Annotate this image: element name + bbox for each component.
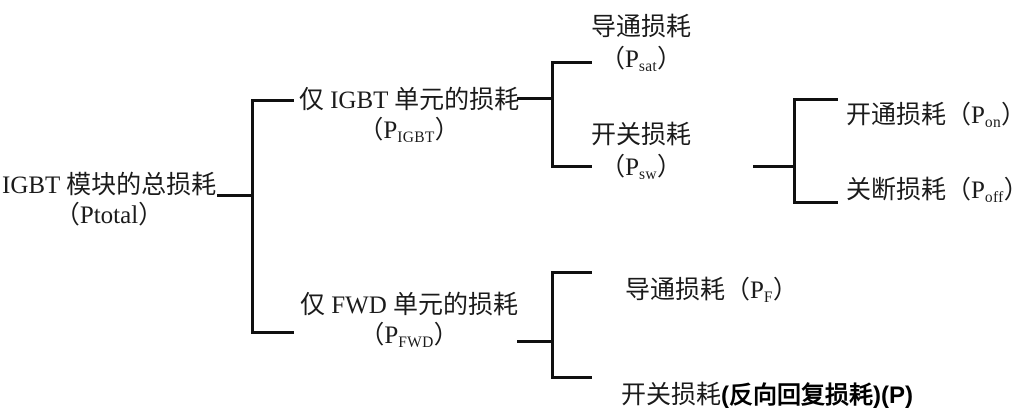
subscript-sw: sw — [639, 166, 657, 184]
node-switching-loss-fwd: 开关损耗(反向回复损耗)(P) — [621, 382, 913, 410]
connector-branch-fwd-unit — [251, 331, 294, 334]
node-conduction-loss-igbt-symbol: （Psat） — [599, 46, 683, 76]
node-igbt-unit-loss-title: 仅 IGBT 单元的损耗 — [298, 87, 520, 114]
connector-fwd-children-bracket — [551, 271, 554, 379]
connector-psw-children-bracket — [793, 98, 796, 204]
node-switching-loss-fwd-annotation: (反向回复损耗)(P) — [721, 382, 913, 409]
node-switching-loss-igbt: 开关损耗 （Psw） — [580, 120, 702, 187]
connector-branch-prr — [551, 376, 592, 379]
node-fwd-unit-loss: 仅 FWD 单元的损耗 （PFWD） — [296, 291, 522, 354]
node-conduction-loss-igbt: 导通损耗 （Psat） — [580, 12, 702, 79]
connector-psw-stub — [753, 165, 795, 168]
node-total-loss-title: IGBT 模块的总损耗 — [2, 172, 217, 199]
node-total-loss: IGBT 模块的总损耗 （Ptotal） — [2, 171, 216, 231]
subscript-igbt: IGBT — [397, 129, 435, 147]
node-fwd-unit-loss-symbol: （PFWD） — [359, 322, 459, 352]
connector-branch-psw — [551, 165, 592, 168]
subscript-sat: sat — [638, 58, 658, 76]
connector-root-bracket — [251, 99, 254, 334]
node-turn-on-loss: 开通损耗（Pon） — [846, 102, 1017, 132]
node-fwd-unit-loss-title: 仅 FWD 单元的损耗 — [299, 292, 519, 319]
connector-branch-pf — [551, 271, 592, 274]
node-switching-loss-fwd-serif: 开关损耗 — [621, 382, 722, 409]
node-total-loss-symbol: （Ptotal） — [54, 202, 164, 229]
node-conduction-loss-fwd: 导通损耗（PF） — [625, 277, 798, 307]
subscript-off: off — [984, 189, 1004, 207]
subscript-f: F — [763, 289, 773, 307]
connector-fwd-unit-stub — [517, 340, 553, 343]
node-turn-off-loss: 关断损耗（Poff） — [846, 177, 1017, 207]
node-switching-loss-igbt-title: 开关损耗 — [590, 122, 691, 149]
connector-branch-igbt-unit — [251, 99, 294, 102]
node-igbt-unit-loss-symbol: （PIGBT） — [358, 117, 460, 147]
connector-branch-pon — [793, 98, 838, 101]
connector-root-stub — [217, 194, 253, 197]
node-conduction-loss-igbt-title: 导通损耗 — [590, 14, 691, 41]
node-igbt-unit-loss: 仅 IGBT 单元的损耗 （PIGBT） — [296, 86, 522, 149]
connector-branch-poff — [793, 201, 838, 204]
connector-igbt-unit-stub — [517, 97, 553, 100]
subscript-on: on — [984, 114, 1002, 132]
subscript-fwd: FWD — [398, 334, 434, 352]
connector-igbt-children-bracket — [551, 61, 554, 168]
connector-branch-psat — [551, 61, 592, 64]
node-switching-loss-igbt-symbol: （Psw） — [600, 154, 682, 184]
